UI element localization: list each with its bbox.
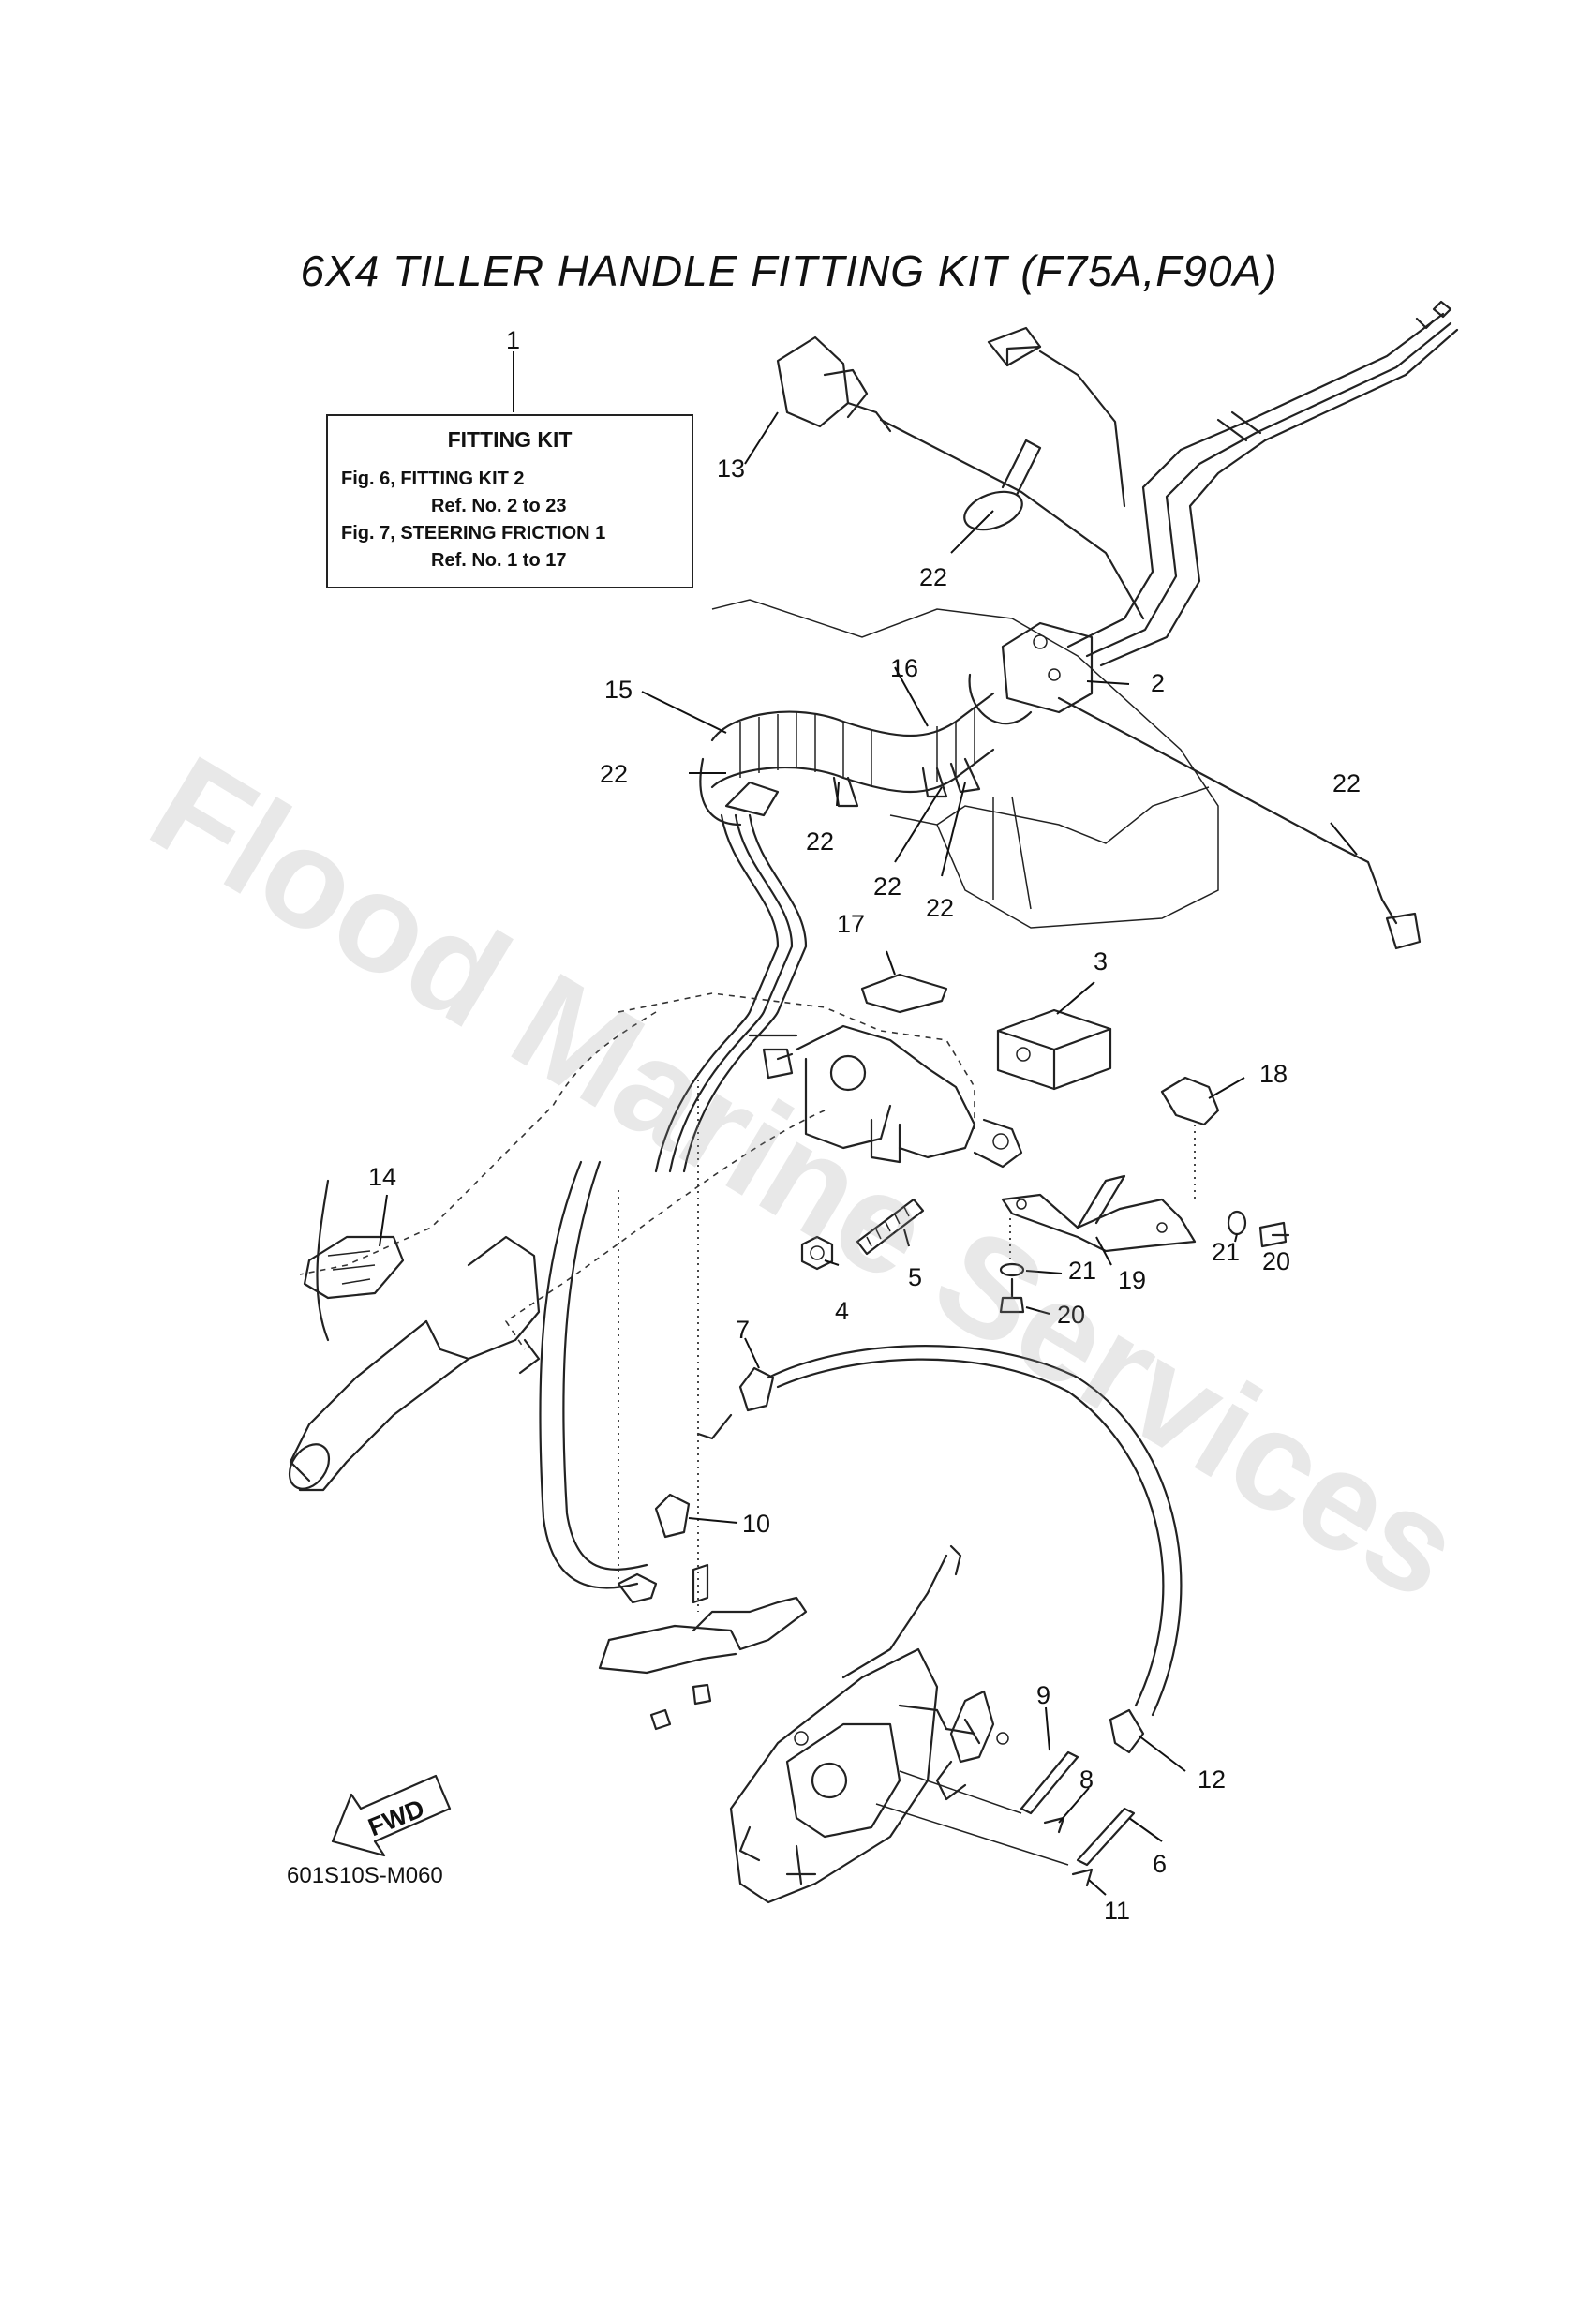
fitting-kit-line-1: Fig. 6, FITTING KIT 2 bbox=[341, 469, 525, 489]
fitting-kit-heading: FITTING KIT bbox=[447, 427, 573, 452]
part-2-grommet bbox=[968, 621, 1094, 725]
wire-harness bbox=[654, 813, 808, 1173]
callout-14: 14 bbox=[368, 1163, 396, 1191]
callout-numbers: 1 2 3 4 5 6 7 8 9 10 11 12 13 14 15 16 1… bbox=[368, 326, 1361, 1925]
callout-1: 1 bbox=[506, 326, 520, 354]
tiller-bracket bbox=[618, 992, 1023, 1169]
callout-10: 10 bbox=[742, 1510, 770, 1538]
callout-22-lower-b: 22 bbox=[926, 894, 954, 922]
callout-7: 7 bbox=[736, 1316, 750, 1344]
part-9-cable-end bbox=[1020, 1750, 1079, 1815]
part-21-washer-bottom bbox=[999, 1262, 1025, 1277]
callout-12: 12 bbox=[1198, 1765, 1226, 1794]
callout-22-lower-a: 22 bbox=[873, 872, 901, 901]
callout-21-right: 21 bbox=[1212, 1238, 1240, 1266]
callout-8: 8 bbox=[1079, 1765, 1094, 1794]
leader-lines bbox=[379, 351, 1358, 1896]
part-15-16-harness bbox=[699, 692, 995, 827]
part-14-grip bbox=[303, 1235, 405, 1300]
part-11-clip bbox=[1071, 1868, 1094, 1887]
throttle-wire bbox=[841, 1544, 962, 1679]
callout-4: 4 bbox=[835, 1297, 849, 1325]
callout-6: 6 bbox=[1153, 1850, 1167, 1878]
part-20-bolt-bottom bbox=[999, 1277, 1025, 1314]
control-cables bbox=[1066, 300, 1459, 667]
callout-22-mid: 22 bbox=[806, 827, 834, 856]
callout-16: 16 bbox=[890, 654, 918, 682]
part-4-nut bbox=[800, 1235, 834, 1271]
engine-bracket-outline bbox=[711, 599, 1219, 929]
callout-2: 2 bbox=[1151, 669, 1165, 697]
part-21-washer-right bbox=[1227, 1210, 1247, 1236]
callout-23: 22 bbox=[1332, 769, 1361, 797]
fitting-kit-line-3: Fig. 7, STEERING FRICTION 1 bbox=[341, 523, 606, 544]
fitting-kit-line-4: Ref. No. 1 to 17 bbox=[431, 550, 567, 571]
callout-20-right: 20 bbox=[1262, 1247, 1290, 1275]
callout-22-strap: 22 bbox=[919, 563, 947, 591]
fitting-kit-box: FITTING KIT Fig. 6, FITTING KIT 2 Ref. N… bbox=[326, 414, 693, 588]
callout-11: 11 bbox=[1104, 1897, 1130, 1925]
part-12-retainer bbox=[1109, 1708, 1145, 1754]
part-connector-small bbox=[987, 326, 1126, 508]
diagram-title: 6X4 TILLER HANDLE FITTING KIT (F75A,F90A… bbox=[300, 246, 1278, 295]
cable-loop bbox=[539, 1160, 1183, 1717]
part-7-clip bbox=[696, 1366, 775, 1440]
part-6-cable-end bbox=[1076, 1807, 1136, 1867]
diagram-code: 601S10S-M060 bbox=[287, 1863, 443, 1888]
part-23-wire bbox=[1057, 696, 1422, 950]
throttle-gear bbox=[935, 1690, 1009, 1801]
callout-5: 5 bbox=[908, 1263, 922, 1291]
callout-15: 15 bbox=[604, 676, 633, 704]
callout-13: 13 bbox=[717, 454, 745, 483]
part-5-stud bbox=[856, 1198, 925, 1256]
callout-17: 17 bbox=[837, 910, 865, 938]
fwd-arrow-icon bbox=[331, 1774, 452, 1857]
part-10-clip bbox=[654, 1493, 691, 1539]
callout-20-bottom: 20 bbox=[1057, 1301, 1085, 1329]
callout-19: 19 bbox=[1118, 1266, 1146, 1294]
callout-22-left: 22 bbox=[600, 760, 628, 788]
part-22-strap-top bbox=[963, 439, 1042, 531]
callout-18: 18 bbox=[1259, 1060, 1288, 1088]
part-19-plate bbox=[1001, 1174, 1197, 1253]
callout-21-bottom: 21 bbox=[1068, 1257, 1096, 1285]
callout-3: 3 bbox=[1094, 947, 1108, 976]
throttle-box bbox=[729, 1647, 981, 1904]
throttle-bracket-left bbox=[598, 1563, 808, 1731]
fitting-kit-line-2: Ref. No. 2 to 23 bbox=[431, 496, 567, 516]
fwd-label: FWD bbox=[365, 1794, 428, 1841]
part-18-clip bbox=[1160, 1076, 1220, 1199]
callout-9: 9 bbox=[1036, 1681, 1050, 1709]
part-17-pad bbox=[860, 973, 948, 1014]
part-3-block bbox=[996, 1008, 1112, 1091]
tiller-arm bbox=[288, 1011, 826, 1492]
part-20-bolt-right bbox=[1258, 1221, 1290, 1248]
part-13-connector bbox=[776, 335, 1145, 620]
